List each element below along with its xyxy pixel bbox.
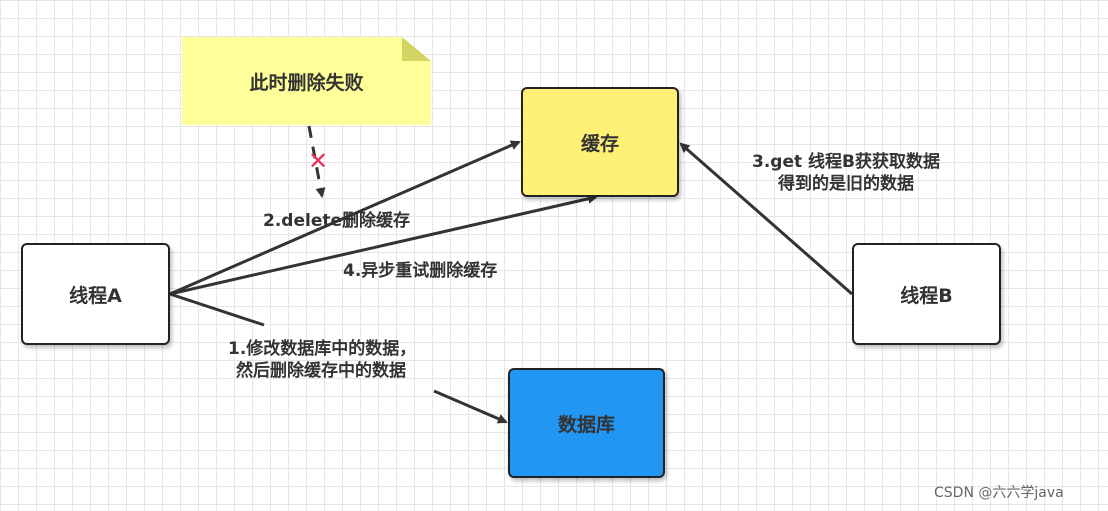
cache-node: 缓存 xyxy=(521,87,679,197)
modify-arrow xyxy=(169,292,265,327)
modify-arrow-tail xyxy=(433,389,508,424)
get-edge-label-line1: 3.get 线程B获获取数据 xyxy=(752,152,940,172)
cache-label: 缓存 xyxy=(580,132,619,155)
database-node: 数据库 xyxy=(508,368,665,478)
modify-edge-label: 1.修改数据库中的数据， 然后删除缓存中的数据 xyxy=(228,338,416,382)
delete-arrow xyxy=(169,140,521,296)
failure-note-text: 此时删除失败 xyxy=(249,71,364,94)
watermark: CSDN @六六学java xyxy=(934,485,1064,501)
thread-b-node: 线程B xyxy=(852,243,1001,345)
thread-a-label: 线程A xyxy=(69,284,122,307)
retry-edge-label: 4.异步重试删除缓存 xyxy=(343,261,498,281)
database-label: 数据库 xyxy=(557,413,615,436)
get-arrow xyxy=(679,142,853,296)
get-edge-label: 3.get 线程B获获取数据 得到的是旧的数据 xyxy=(752,151,940,195)
get-edge-label-line2: 得到的是旧的数据 xyxy=(778,174,914,194)
modify-edge-label-line1: 1.修改数据库中的数据， xyxy=(228,339,417,359)
delete-edge-label: 2.delete删除缓存 xyxy=(263,211,410,231)
note-dashed-arrow xyxy=(307,125,326,198)
cross-icon: ✕ xyxy=(307,147,329,175)
thread-b-label: 线程B xyxy=(900,284,953,307)
retry-arrow xyxy=(169,193,598,296)
failure-note: 此时删除失败 xyxy=(182,37,431,125)
modify-edge-label-line2: 然后删除缓存中的数据 xyxy=(236,361,406,381)
thread-a-node: 线程A xyxy=(21,243,170,345)
